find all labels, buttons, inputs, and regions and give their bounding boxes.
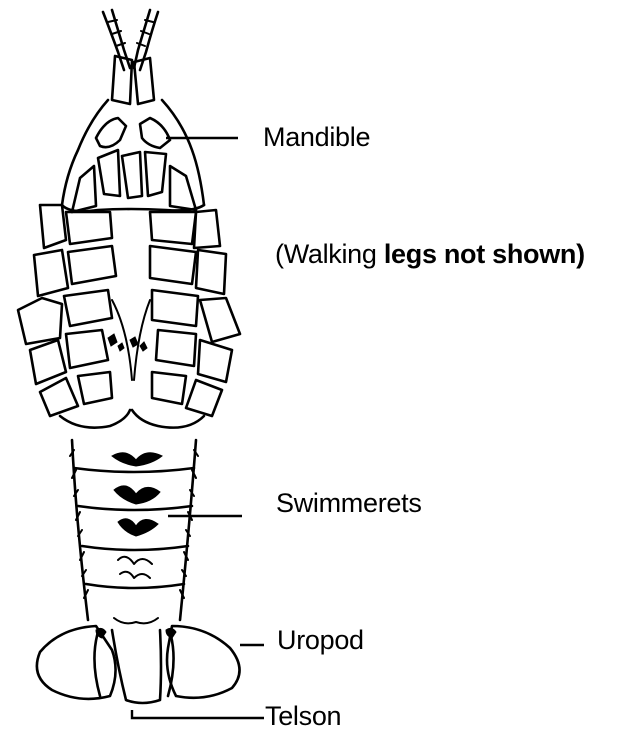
mandible-label: Mandible (263, 124, 370, 151)
head-cephalothorax (62, 100, 204, 212)
walking-legs-note: (Walking legs not shown) (275, 241, 585, 268)
walking-legs-note-suffix: legs not shown) (384, 239, 585, 269)
swimmerets-label: Swimmerets (276, 490, 422, 517)
telson-leader (132, 710, 264, 718)
telson-shape (112, 630, 161, 703)
telson-label: Telson (265, 703, 341, 730)
abdomen (70, 440, 198, 620)
right-uropod (167, 626, 240, 698)
tail-fan (37, 618, 240, 703)
thorax-segments (18, 205, 240, 428)
uropod-label: Uropod (277, 627, 364, 654)
antennae (103, 10, 158, 104)
walking-legs-note-prefix: (Walking (275, 239, 384, 269)
left-uropod (37, 626, 116, 699)
